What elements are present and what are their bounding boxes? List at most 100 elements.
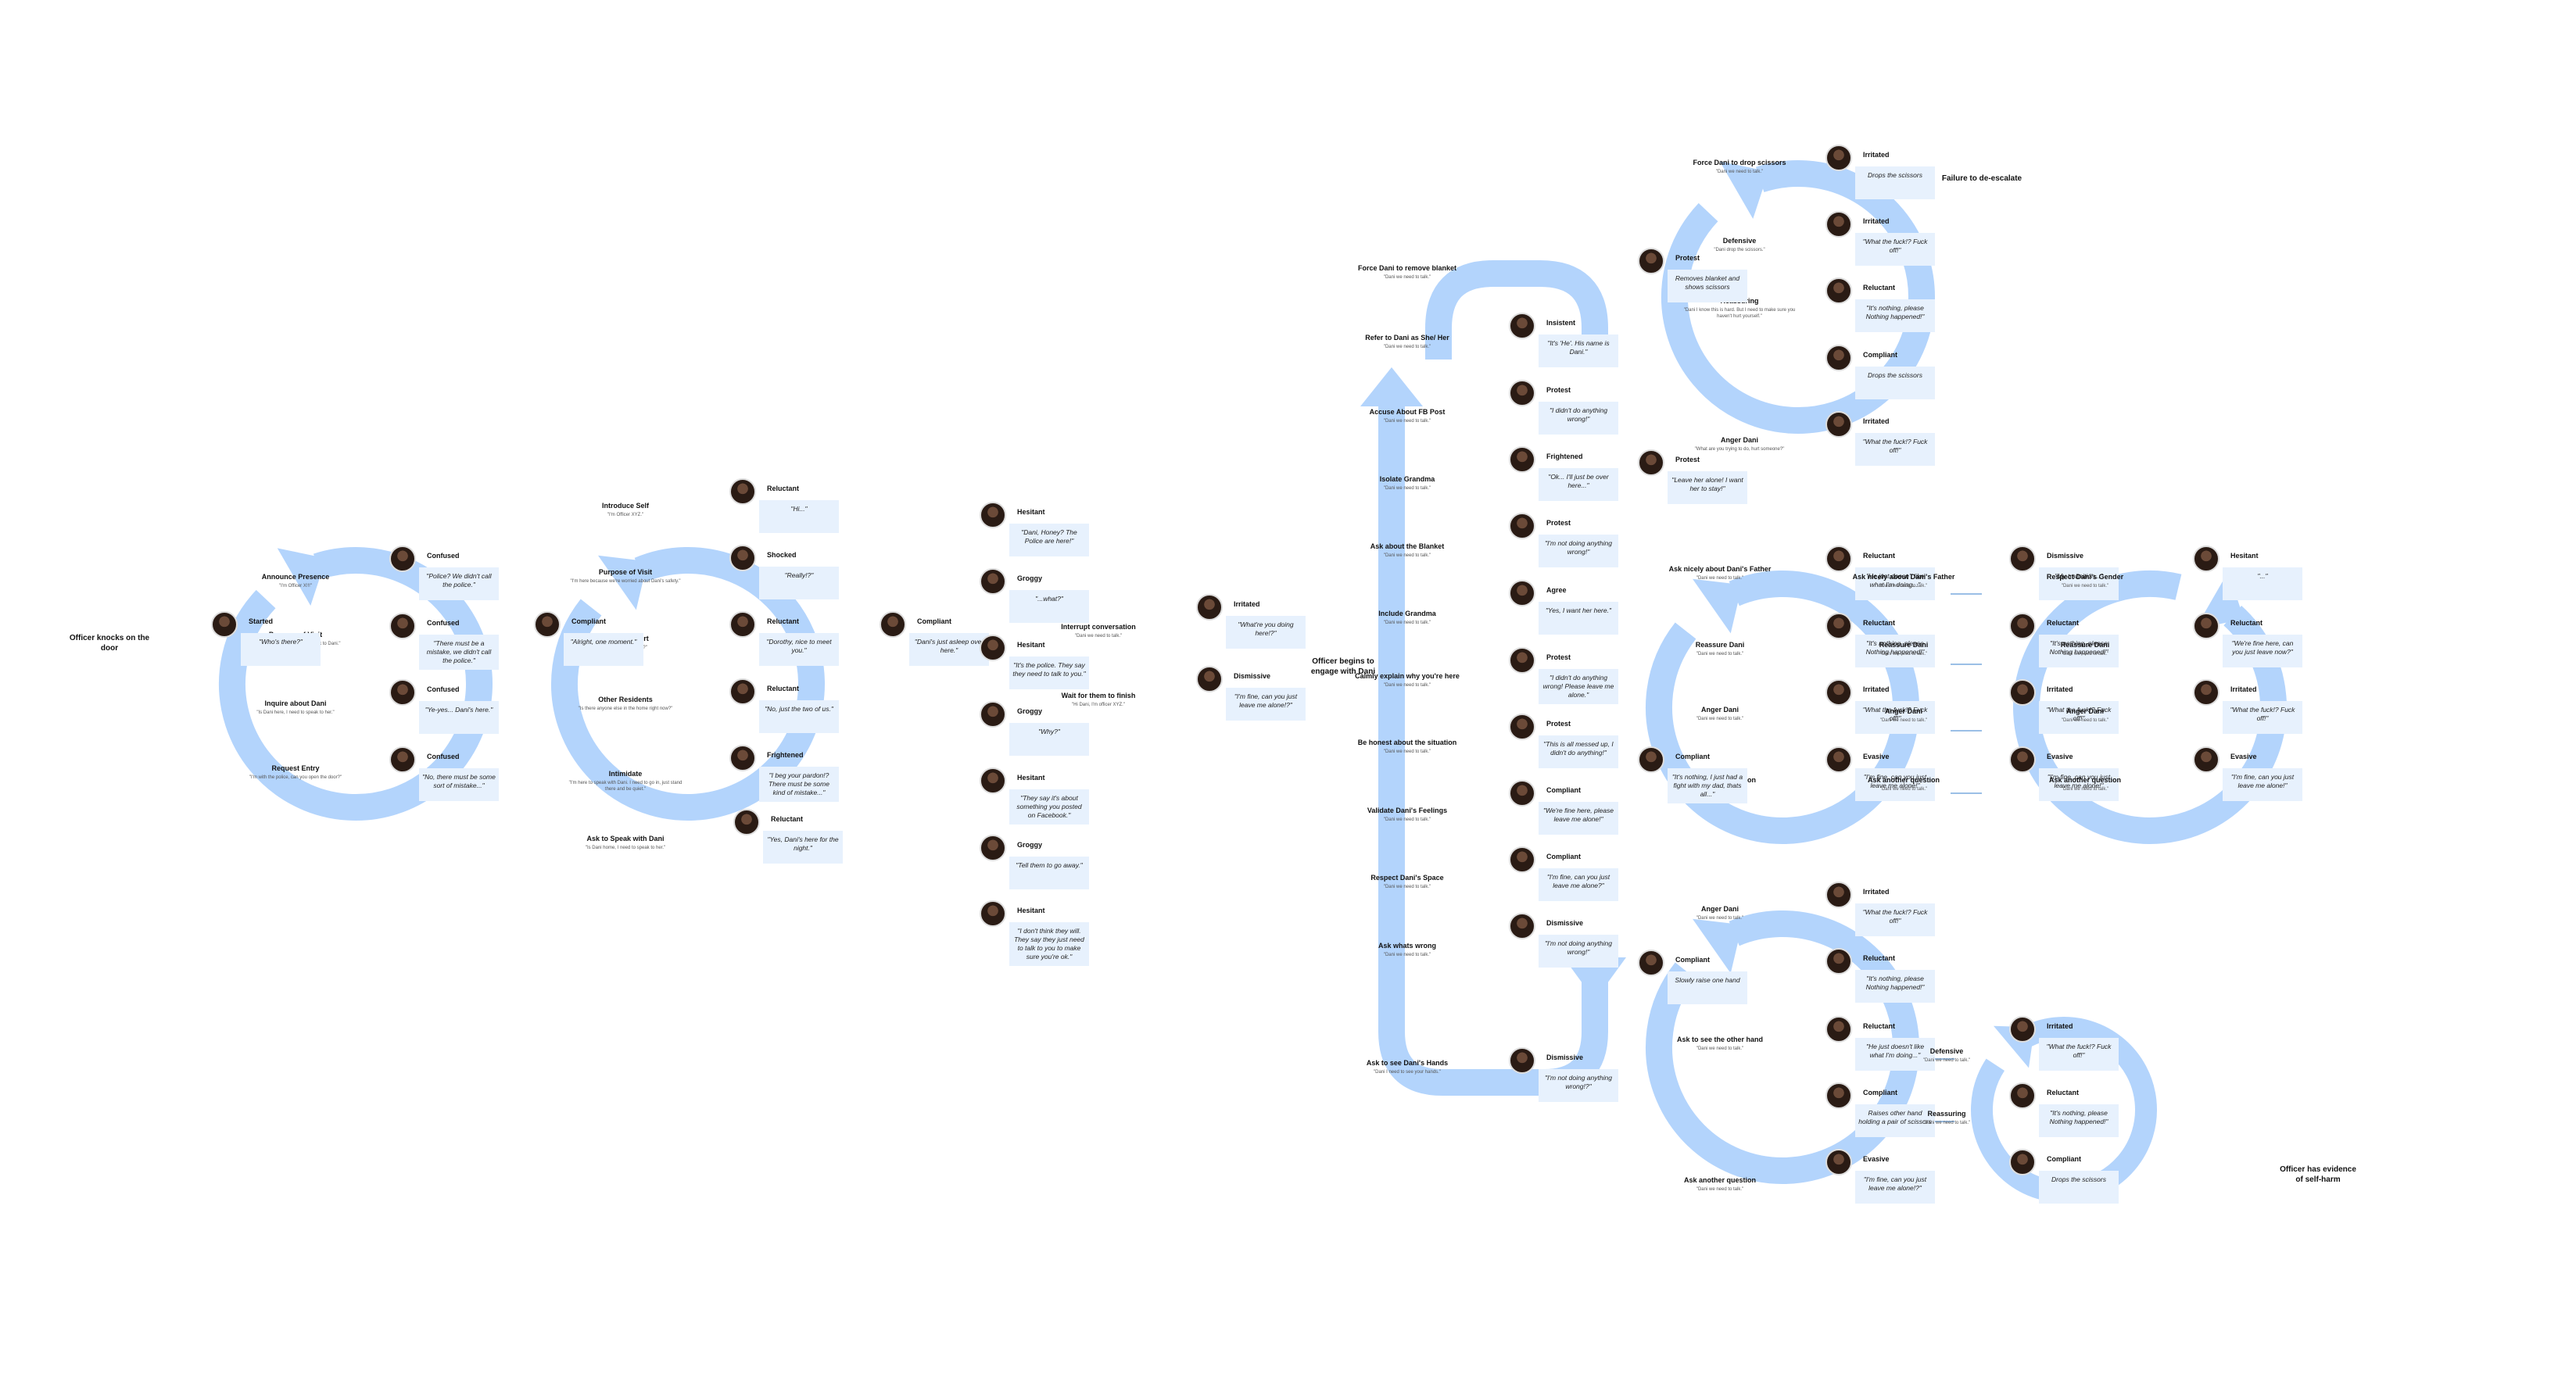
action-dialogue: "Dani we need to talk."	[1383, 553, 1431, 558]
response-node: Reluctant"He just doesn't like what I'm …	[1825, 1016, 1939, 1079]
action-option[interactable]: Request Entry"I'm with the police, can y…	[237, 764, 354, 781]
action-title: Reassure Dani	[2060, 641, 2110, 649]
action-option[interactable]: Ask whats wrong"Dani we need to talk."	[1349, 942, 1466, 958]
response-card: Drops the scissors	[1855, 367, 1935, 399]
response-card: "What the fuck!? Fuck off!"	[1855, 903, 1935, 936]
emotion-label: Compliant	[1863, 1089, 1897, 1096]
response-node: Protest"This is all messed up, I didn't …	[1509, 714, 1622, 776]
hands-arrowhead-icon	[1692, 918, 1743, 974]
action-option[interactable]: Announce Presence"I'm Officer X!!!"	[237, 573, 354, 589]
action-option[interactable]: Ask about the Blanket"Dani we need to ta…	[1349, 542, 1466, 559]
response-node: Reluctant"It's nothing, please Nothing h…	[1825, 613, 1939, 675]
action-option[interactable]: Include Grandma"Dani we need to talk."	[1349, 610, 1466, 626]
action-option[interactable]: Inquire about Dani"Is Dani here, I need …	[237, 699, 354, 716]
response-node: Protest"I didn't do anything wrong!"	[1509, 380, 1622, 442]
action-option[interactable]: Defensive"Dani drop the scissors."	[1681, 237, 1798, 253]
emotion-label: Hesitant	[1017, 907, 1045, 914]
action-dialogue: "Is Dani here, I need to speak to her."	[256, 710, 335, 715]
response-node: Evasive"I'm fine, can you just leave me …	[2009, 746, 2123, 809]
action-option[interactable]: Ask to Speak with Dani"Is Dani home, I n…	[567, 835, 684, 851]
emotion-label: Insistent	[1546, 319, 1576, 327]
avatar-icon	[389, 613, 416, 639]
response-card: "I'm fine, can you just leave me alone!?…	[1855, 1171, 1935, 1204]
action-option[interactable]: Anger Dani"Dani we need to talk."	[1661, 905, 1779, 921]
emotion-label: Evasive	[1863, 753, 1890, 760]
action-option[interactable]: Reassure Dani"Dani we need to talk."	[1661, 641, 1779, 657]
action-option[interactable]: Anger Dani"Dani we need to talk."	[1661, 706, 1779, 722]
father-arrowhead-icon	[1692, 578, 1743, 634]
action-option[interactable]: Defensive"Dani we need to talk."	[1888, 1047, 2005, 1064]
response-card: "Alright, one moment."	[564, 633, 643, 666]
action-dialogue: "Dani we need to talk."	[1696, 1187, 1744, 1192]
action-option[interactable]: Force Dani to drop scissors"Dani we need…	[1681, 159, 1798, 175]
action-option[interactable]: Reassure Dani"Dani we need to talk."	[2026, 641, 2144, 657]
action-dialogue: "Dani we need to talk."	[2061, 787, 2109, 792]
response-card: "It's nothing, please Nothing happened!"	[2039, 635, 2119, 667]
action-option[interactable]: Purpose of Visit"I'm here because we're …	[567, 568, 684, 585]
action-title: Respect Dani's Gender	[2046, 573, 2124, 581]
emotion-label: Compliant	[917, 617, 951, 625]
action-option[interactable]: Reassuring"Dani we need to talk."	[1888, 1110, 2005, 1126]
scissors-arrowhead-icon	[1719, 161, 1769, 219]
action-dialogue: "Dani I need to see your hands."	[1374, 1070, 1441, 1075]
avatar-icon	[1825, 411, 1852, 438]
engage-arrowhead-up-icon	[1360, 367, 1423, 406]
response-node: Reluctant"No, just the two of us."	[729, 678, 843, 741]
action-option[interactable]: Introduce Self"I'm Officer XYZ."	[567, 502, 684, 518]
emotion-label: Dismissive	[1546, 1054, 1584, 1061]
action-title: Interrupt conversation	[1061, 623, 1136, 631]
action-option[interactable]: Other Residents"Is there anyone else in …	[567, 696, 684, 712]
action-option[interactable]: Isolate Grandma"Dani we need to talk."	[1349, 475, 1466, 492]
avatar-icon	[980, 568, 1006, 595]
response-node: Irritated"What the fuck!? Fuck off!"	[2009, 1016, 2123, 1079]
response-card: "It's the police. They say they need to …	[1009, 656, 1089, 689]
action-option[interactable]: Force Dani to remove blanket"Dani we nee…	[1349, 264, 1466, 281]
action-option[interactable]: Intimidate"I'm here to speak with Dani. …	[567, 770, 684, 792]
avatar-icon	[389, 746, 416, 773]
stage-label: Officer has evidence of self-harm	[2280, 1165, 2356, 1184]
action-option[interactable]: Calmly explain why you're here"Dani we n…	[1349, 672, 1466, 689]
action-option[interactable]: Reassure Dani"Dani we need to talk."	[1845, 641, 1962, 657]
action-option[interactable]: Anger Dani"Dani we need to talk."	[1845, 707, 1962, 724]
action-option[interactable]: Ask another question"Dani we need to tal…	[2026, 776, 2144, 792]
avatar-icon	[1509, 714, 1535, 740]
action-option[interactable]: Ask nicely about Dani's Father"Dani we n…	[1661, 565, 1779, 581]
response-card: "I'm not doing anything wrong!"	[1539, 535, 1618, 567]
action-title: Ask to Speak with Dani	[586, 835, 665, 842]
action-option[interactable]: Interrupt conversation"Dani we need to t…	[1040, 623, 1157, 639]
action-title: Anger Dani	[2065, 707, 2104, 715]
action-option[interactable]: Validate Dani's Feelings"Dani we need to…	[1349, 807, 1466, 823]
action-title: Ask whats wrong	[1378, 942, 1436, 950]
action-option[interactable]: Be honest about the situation"Dani we ne…	[1349, 739, 1466, 755]
response-card: "What're you doing here!?"	[1226, 616, 1306, 649]
action-option[interactable]: Ask to see the other hand"Dani we need t…	[1661, 1036, 1779, 1052]
action-option[interactable]: Ask nicely about Dani's Father"Dani we n…	[1845, 573, 1962, 589]
action-option[interactable]: Anger Dani"What are you trying to do, hu…	[1681, 436, 1798, 453]
response-node: Dismissive"My transition..."	[2009, 546, 2123, 608]
emotion-label: Evasive	[2047, 753, 2073, 760]
action-title: Be honest about the situation	[1357, 739, 1457, 746]
response-card: "It's nothing, I just had a fight with m…	[1668, 768, 1747, 803]
action-option[interactable]: Respect Dani's Gender"Dani we need to ta…	[2026, 573, 2144, 589]
action-option[interactable]: Refer to Dani as She/ Her"Dani we need t…	[1349, 334, 1466, 350]
emotion-label: Compliant	[571, 617, 606, 625]
action-option[interactable]: Accuse About FB Post"Dani we need to tal…	[1349, 408, 1466, 424]
action-title: Introduce Self	[601, 502, 649, 510]
response-card: Removes blanket and shows scissors	[1668, 270, 1747, 302]
action-option[interactable]: Ask another question"Dani we need to tal…	[1845, 776, 1962, 792]
action-dialogue: "Dani I know this is hard. But I need to…	[1683, 308, 1796, 319]
avatar-icon	[980, 767, 1006, 794]
action-option[interactable]: Respect Dani's Space"Dani we need to tal…	[1349, 874, 1466, 890]
emotion-label: Dismissive	[1546, 919, 1584, 927]
action-title: Force Dani to remove blanket	[1357, 264, 1457, 272]
response-node: Started"Who's there?"	[211, 611, 324, 674]
action-option[interactable]: Anger Dani"Dani we need to talk."	[2026, 707, 2144, 724]
action-option[interactable]: Wait for them to finish"Hi Dani, I'm off…	[1040, 692, 1157, 708]
action-dialogue: "Dani we need to talk."	[1383, 683, 1431, 688]
avatar-icon	[1509, 513, 1535, 539]
action-option[interactable]: Ask to see Dani's Hands"Dani I need to s…	[1349, 1059, 1466, 1075]
action-option[interactable]: Ask another question"Dani we need to tal…	[1661, 1176, 1779, 1193]
